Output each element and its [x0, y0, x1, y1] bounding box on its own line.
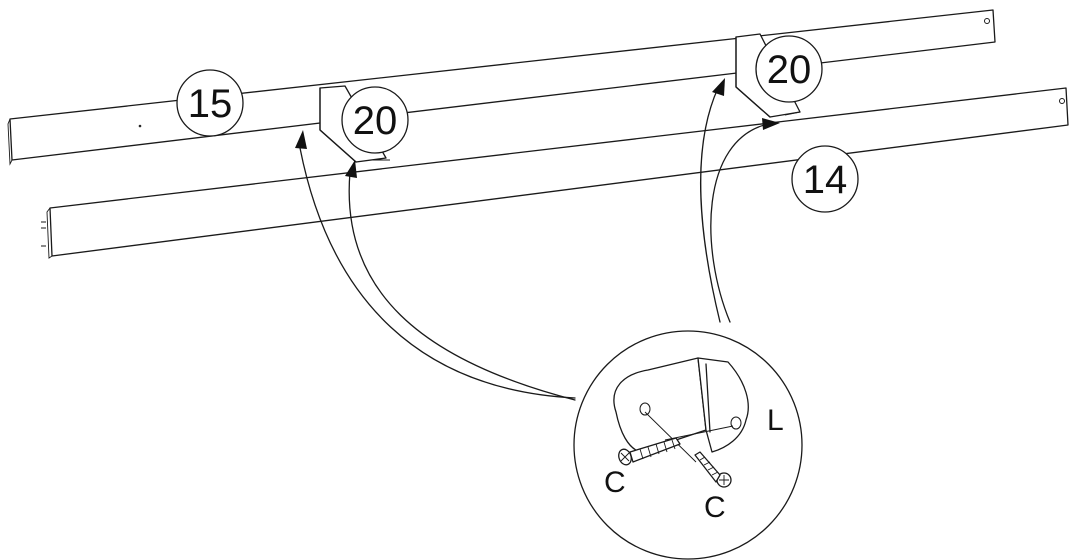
rail-14: [41, 87, 1069, 259]
l-bracket: [613, 357, 749, 453]
screw-label-right: C: [704, 491, 726, 524]
callout-15: 15: [176, 69, 244, 137]
callout-20-right: 20: [755, 35, 823, 103]
arrow-head: [762, 118, 780, 130]
callout-20-right-label: 20: [767, 48, 812, 92]
callout-14: 14: [791, 145, 859, 213]
callout-20-left: 20: [341, 86, 409, 154]
callout-15-label: 15: [188, 82, 233, 126]
callout-14-label: 14: [803, 158, 848, 202]
arrow-head: [345, 160, 357, 178]
arrow-head: [712, 78, 725, 96]
screw-label-left: C: [604, 466, 626, 499]
screw-left: [618, 437, 681, 466]
bracket-label: L: [767, 404, 784, 437]
screw-right: [694, 451, 732, 488]
arrow-head: [295, 130, 307, 149]
callout-20-left-label: 20: [353, 99, 398, 143]
detail-circle: L C C: [573, 330, 803, 560]
leader-lines: [295, 78, 780, 401]
